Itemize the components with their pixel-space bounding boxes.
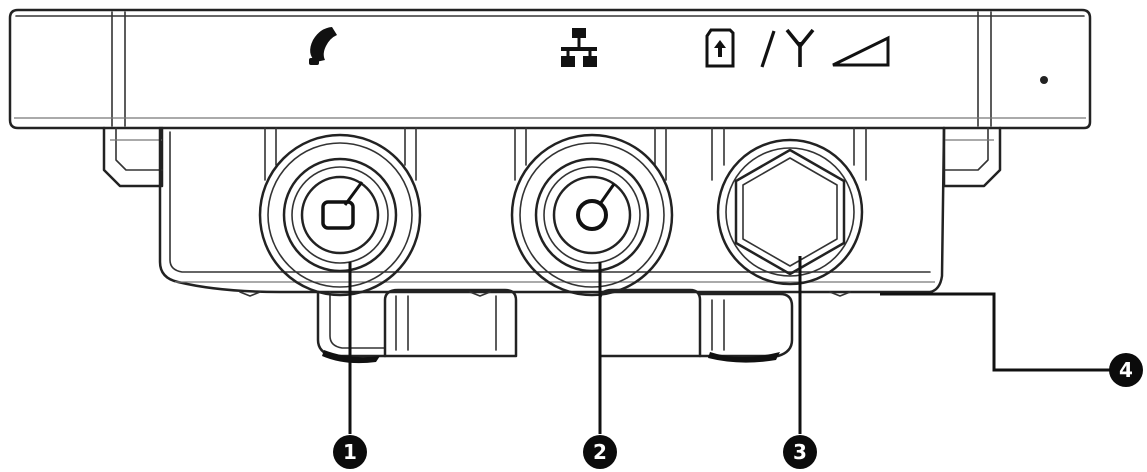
cable-clamp-middle — [385, 290, 516, 356]
left-mounting-clip — [104, 128, 162, 186]
housing-top-bar — [10, 10, 1090, 128]
callout-label-4: 4 — [1119, 358, 1133, 382]
antenna-icon — [787, 30, 813, 67]
network-icon — [561, 28, 597, 67]
callout-3: 3 — [783, 256, 817, 469]
reset-pinhole-icon — [1040, 76, 1048, 84]
housing-bottom-body — [160, 128, 944, 296]
slash-separator — [762, 31, 774, 67]
callout-4: 4 — [880, 294, 1143, 387]
callout-label-1: 1 — [343, 440, 357, 464]
port-2-network-gland — [512, 135, 672, 295]
phone-icon — [309, 27, 337, 65]
port-1-phone-gland — [260, 135, 420, 295]
sim-card-icon — [707, 30, 733, 66]
callout-label-3: 3 — [793, 440, 807, 464]
cable-clamp-right — [600, 290, 792, 363]
callout-label-2: 2 — [593, 440, 607, 464]
right-mounting-clip — [944, 128, 1000, 186]
signal-strength-icon — [833, 38, 888, 65]
port-3-hex-plug — [718, 140, 862, 284]
